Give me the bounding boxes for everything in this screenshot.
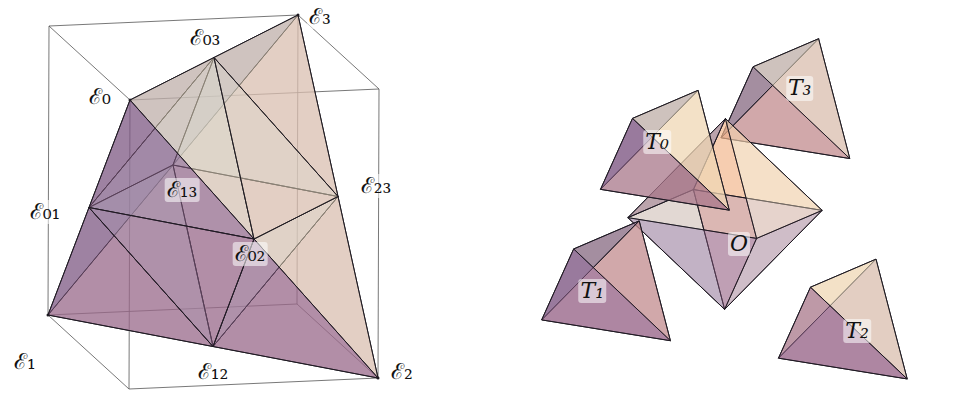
piece-label: O [728,232,750,256]
vertex-label: ℰ₀₁ [28,200,63,224]
octahedron-face [89,208,254,347]
vertex-dot [297,14,300,17]
piece-label: T₂ [843,319,871,343]
subdivided-tetrahedron [47,14,380,380]
vertex-label: ℰ₁ [12,350,38,374]
tetra-face [601,118,730,210]
vertex-label: ℰ₁₃ [165,178,200,202]
vertex-label: ℰ₃ [307,5,333,29]
cube-edge [49,15,298,26]
piece-label: T₃ [786,76,814,100]
octahedron-face [725,119,822,239]
vertex-dot [377,377,380,380]
corner-tetrahedron [601,90,730,210]
octahedron-face [214,58,338,240]
exploded-view [542,39,908,379]
piece-label: T₀ [643,130,671,154]
vertex-dot [129,99,132,102]
cube-edge [48,26,49,315]
cut-face [601,90,730,210]
cube-wireframe [48,15,379,389]
tetra-face [779,259,908,379]
tetra-face [753,39,850,159]
vertex-label: ℰ₀₃ [188,26,223,50]
corner-face [213,239,378,378]
tetra-face [542,249,671,341]
corner-tetrahedron [779,259,908,379]
tetra-face [779,287,908,379]
octahedron [628,119,822,310]
vertex-label: ℰ₀ [87,85,113,109]
tetra-face [542,221,671,341]
vertex-label: ℰ₀₂ [233,242,268,266]
vertex-label: ℰ₂ [389,360,415,384]
vertex-label: ℰ₂₃ [359,174,394,198]
vertex-label: ℰ₁₂ [196,360,231,384]
cube-edge [378,89,379,378]
corner-tetrahedron [542,221,671,341]
cube-edge [129,378,378,389]
vertex-dot [47,314,50,317]
piece-label: T₁ [578,279,606,303]
